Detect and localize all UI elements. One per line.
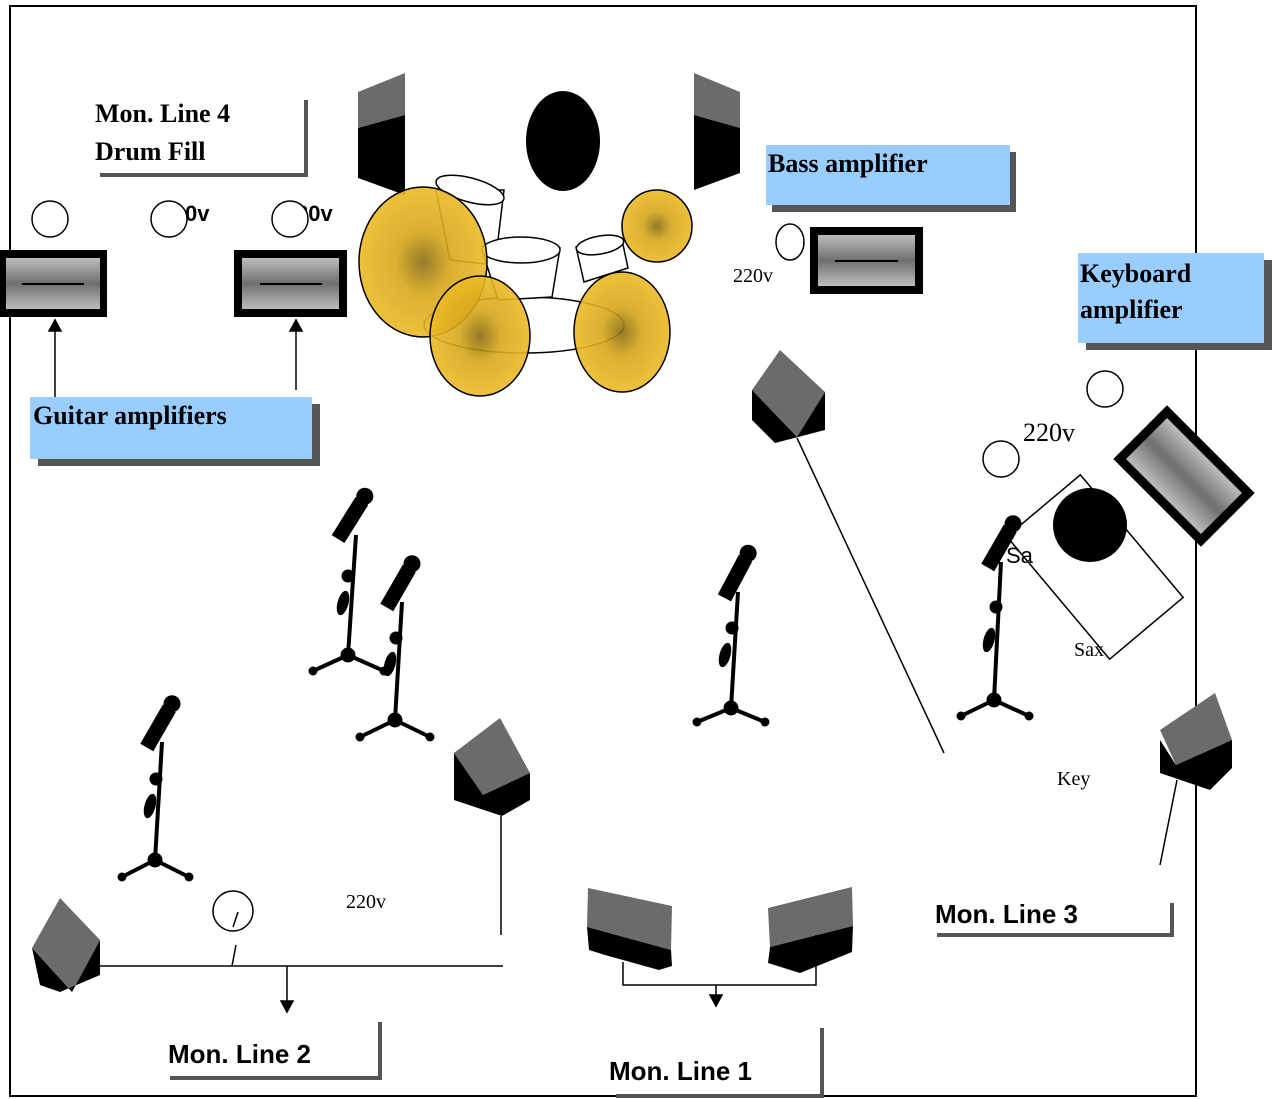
mic-stand-icon-2 — [355, 552, 435, 742]
drum-fill-title: Drum Fill — [95, 137, 206, 166]
monitor-line-1-cable — [622, 935, 817, 1008]
cymbal-crash-right — [573, 271, 671, 393]
key-label: Key — [1057, 768, 1090, 790]
keyboard-outlet-label: 220v — [1023, 418, 1075, 447]
keyboard-amplifier-icon — [1113, 405, 1255, 547]
mon-line-2-label: Mon. Line 2 — [168, 1022, 382, 1080]
keyboard-amplifier-label: Keyboard amplifier — [1078, 253, 1272, 350]
drum-fill-right-monitor-icon — [694, 73, 740, 190]
mon-line-4-title: Mon. Line 4 — [95, 99, 230, 128]
sax-label-bottom: Sax — [1074, 639, 1104, 661]
stage-border — [9, 5, 1197, 1097]
drummer-head-icon — [526, 91, 600, 191]
guitar-amplifier-arrows — [47, 318, 304, 398]
monitor-center-left-icon — [454, 718, 530, 816]
bass-outlet-icon — [775, 223, 805, 261]
stage-left-outlet-icon — [212, 890, 254, 932]
svg-text:Bass amplifier: Bass amplifier — [768, 149, 928, 178]
keyboardist-head-icon — [1053, 488, 1127, 562]
sax-label-top: Sa — [1006, 543, 1034, 568]
monitor-line-1-right-icon — [768, 887, 853, 973]
mon-line-1-label: Mon. Line 1 — [609, 1028, 824, 1098]
svg-text:Guitar amplifiers: Guitar amplifiers — [33, 401, 227, 430]
guitar-amplifiers-label: Guitar amplifiers — [30, 397, 320, 466]
monitor-key-upper-icon — [752, 350, 825, 443]
keyboard-outlet-icon-top — [1086, 370, 1124, 408]
mon-line-3-label: Mon. Line 3 — [935, 899, 1174, 937]
cymbal-hihat-left — [429, 275, 531, 397]
svg-text:Mon. Line 1: Mon. Line 1 — [609, 1056, 752, 1086]
bass-amplifier-icon — [810, 227, 923, 294]
monitor-line-2-left-icon — [32, 898, 100, 992]
keyboard-icon — [1005, 473, 1185, 661]
svg-text:amplifier: amplifier — [1080, 295, 1183, 324]
monitor-key-upper-cable — [796, 437, 945, 754]
stage-left-outlet-label: 220v — [346, 891, 386, 913]
bass-outlet-label: 220v — [733, 265, 773, 287]
guitar-outlet-icon-1 — [31, 200, 69, 238]
guitar-outlet-icon-3 — [271, 200, 309, 238]
svg-text:Keyboard: Keyboard — [1080, 259, 1192, 288]
monitor-key-right-icon — [1160, 693, 1232, 790]
guitar-amplifier-left-icon — [0, 250, 107, 317]
monitor-line-2-cable — [97, 944, 503, 1014]
bass-amplifier-label: Bass amplifier — [766, 145, 1016, 212]
drum-fill-left-monitor-icon — [358, 73, 405, 195]
guitar-outlet-label-mid: 0v — [185, 201, 210, 226]
cymbal-ride-right — [621, 189, 693, 263]
svg-text:Mon. Line 2: Mon. Line 2 — [168, 1039, 311, 1069]
svg-text:Mon. Line 3: Mon. Line 3 — [935, 899, 1078, 929]
drum-kit-icon — [358, 174, 693, 397]
guitar-outlet-icon-2 — [150, 200, 188, 238]
mic-stand-icon-4 — [692, 541, 770, 727]
mic-stand-icon-1 — [308, 484, 389, 676]
mic-stand-icon-5 — [956, 512, 1034, 721]
mic-stand-icon-3 — [117, 692, 194, 882]
guitar-amplifier-right-icon — [234, 250, 347, 317]
mon-line-4-label: Mon. Line 4 Drum Fill — [95, 99, 308, 177]
keyboard-outlet-icon-bottom — [982, 440, 1020, 478]
monitor-key-right-cable — [1159, 779, 1178, 866]
monitor-line-1-left-icon — [587, 888, 672, 970]
